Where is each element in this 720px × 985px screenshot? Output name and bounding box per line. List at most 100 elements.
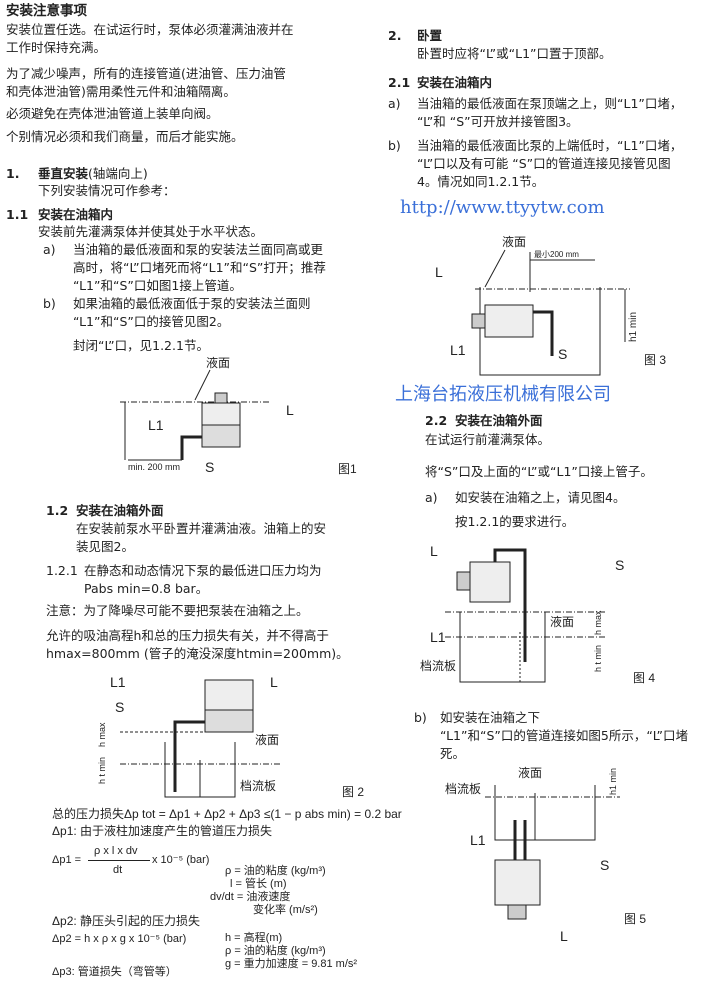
figure-4: L S L1 液面 h max h t min 档流板 图 4 bbox=[420, 543, 655, 685]
item-label: a) bbox=[388, 96, 401, 111]
formula-dp2-title: Δp2: 静压头引起的压力损失 bbox=[52, 914, 201, 928]
port-label-L: L bbox=[435, 264, 443, 280]
watermark-company: 上海台拓液压机械有限公司 bbox=[395, 384, 611, 405]
section-number: 1.2.1 bbox=[46, 563, 78, 578]
liquid-label: 液面 bbox=[206, 355, 230, 370]
section-number: 1.1 bbox=[6, 207, 29, 222]
pressure-value: Pabs min=0.8 bar。 bbox=[84, 581, 209, 596]
item-text: 封闭“L”口，见1.2.1节。 bbox=[73, 338, 209, 353]
formula-def: h = 高程(m) bbox=[225, 932, 283, 944]
formula-dp2: Δp2 = h x ρ x g x 10⁻⁵ (bar) bbox=[52, 933, 187, 945]
item-text: 按1.2.1的要求进行。 bbox=[455, 514, 575, 529]
formula-dp1-unit: x 10⁻⁵ (bar) bbox=[152, 854, 210, 866]
figure-caption: 图 4 bbox=[633, 671, 655, 685]
pump-shaft bbox=[456, 571, 471, 591]
section-number: 2. bbox=[388, 28, 402, 43]
liquid-label: 液面 bbox=[550, 614, 574, 629]
item-text: “L”口以及有可能 “S”口的管道连接见接管见图 bbox=[417, 156, 671, 171]
item-text: “L1”和“S”口的管道连接如图5所示，“L”口堵 bbox=[440, 728, 688, 743]
fraction-bar bbox=[88, 860, 150, 861]
section-heading: 垂直安装(轴端向上) bbox=[38, 165, 148, 182]
section-text: 在静态和动态情况下泵的最低进口压力均为 bbox=[84, 563, 322, 578]
section-number: 1. bbox=[6, 166, 20, 181]
item-text: “L1”和“S”口的接管见图2。 bbox=[73, 314, 230, 329]
port-label-S: S bbox=[115, 699, 124, 715]
section-text: 将“S”口及上面的“L”或“L1”口接上管子。 bbox=[425, 464, 653, 479]
pump-shaft bbox=[471, 313, 486, 329]
pump-shaft bbox=[214, 392, 228, 404]
section-title: 安装在油箱外面 bbox=[455, 413, 543, 428]
section-text: 装见图2。 bbox=[76, 539, 134, 554]
item-text: 如安装在油箱之上，请见图4。 bbox=[455, 490, 626, 505]
port-label-S: S bbox=[600, 857, 609, 873]
item-label: a) bbox=[43, 242, 56, 257]
htmin-label: h t min bbox=[97, 757, 107, 784]
formula-dp1-numerator: ρ x l x dv bbox=[94, 845, 138, 857]
baffle-label: 档流板 bbox=[445, 782, 481, 796]
figure-caption: 图 3 bbox=[644, 353, 666, 367]
body-text: 允许的吸油高程h和总的压力损失有关，并不得高于 bbox=[46, 628, 329, 643]
figure-caption: 图 2 bbox=[342, 785, 364, 799]
formula-def: ρ = 油的粘度 (kg/m³) bbox=[225, 945, 326, 957]
port-label-L1: L1 bbox=[110, 674, 126, 690]
port-label-S: S bbox=[205, 459, 214, 475]
pump-body bbox=[494, 859, 541, 906]
port-label-L: L bbox=[430, 543, 438, 559]
figure-2: L1 L S 液面 h max h t min 档流板 图 2 bbox=[97, 674, 364, 799]
hmax-label: h max bbox=[593, 610, 603, 635]
item-text: 如安装在油箱之下 bbox=[440, 710, 541, 725]
pump-body bbox=[204, 709, 254, 733]
section-text: 安装前先灌满泵体并使其处于水平状态。 bbox=[38, 224, 264, 239]
formula-dp3: Δp3: 管道损失（弯管等） bbox=[52, 966, 177, 978]
item-text: 当油箱的最低液面比泵的上端低时，“L1”口堵， bbox=[417, 138, 683, 153]
note-text: 注意：为了降噪尽可能不要把泵装在油箱之上。 bbox=[46, 603, 309, 618]
liquid-label: 液面 bbox=[502, 234, 526, 249]
body-text: hmax=800mm (管子的淹没深度htmin=200mm)。 bbox=[46, 646, 349, 661]
port-label-L: L bbox=[270, 674, 278, 690]
item-text: 当油箱的最低液面和泵的安装法兰面同高或更 bbox=[73, 242, 324, 257]
section-text: 在试运行前灌满泵体。 bbox=[425, 432, 551, 447]
suction-pipe bbox=[173, 720, 205, 792]
liquid-label: 液面 bbox=[518, 765, 542, 780]
intro-line: 个别情况必须和我们商量，而后才能实施。 bbox=[6, 129, 244, 144]
intro-line: 为了减少噪声，所有的连接管道(进油管、压力油管 bbox=[6, 66, 286, 81]
leader-line bbox=[194, 369, 211, 401]
port-label-L1: L1 bbox=[148, 417, 164, 433]
item-text: 当油箱的最低液面在泵顶端之上，则“L1”口堵， bbox=[417, 96, 683, 111]
pump-body bbox=[201, 402, 241, 426]
port-label-L1: L1 bbox=[450, 342, 466, 358]
formula-def: ρ = 油的粘度 (kg/m³) bbox=[225, 865, 326, 877]
formula-dp1-title: Δp1: 由于液柱加速度产生的管道压力损失 bbox=[52, 824, 273, 838]
h1min-label: h1 min bbox=[628, 312, 639, 342]
figure-3: 液面 最小200 mm L L1 S h1 min 图 3 bbox=[435, 234, 666, 376]
formula-def: 变化率 (m/s²) bbox=[253, 904, 318, 916]
item-label: b) bbox=[414, 710, 427, 725]
section-title: 安装在油箱外面 bbox=[76, 503, 164, 518]
section-number: 1.2 bbox=[46, 503, 69, 518]
intro-line: 和壳体泄油管)需用柔性元件和油箱隔离。 bbox=[6, 84, 236, 99]
formula-def: l = 管长 (m) bbox=[230, 878, 287, 890]
item-label: b) bbox=[388, 138, 401, 153]
port-label-L: L bbox=[286, 402, 294, 418]
pump-shaft bbox=[507, 904, 527, 920]
pump-body bbox=[484, 304, 534, 338]
section-title: 垂直安装 bbox=[38, 166, 89, 181]
dimension-label: 最小200 mm bbox=[534, 250, 579, 259]
item-label: a) bbox=[425, 490, 438, 505]
section-title: 安装在油箱内 bbox=[417, 75, 493, 90]
section-text: 卧置时应将“L”或“L1”口置于顶部。 bbox=[417, 46, 612, 61]
formula-total: 总的压力损失Δp tot = Δp1 + Δp2 + Δp3 ≤(1 − p a… bbox=[52, 807, 402, 821]
section-text: 在安装前泵水平卧置并灌满油液。油箱上的安 bbox=[76, 521, 327, 536]
suction-pipe bbox=[493, 548, 527, 662]
formula-dp1-lhs: Δp1 = bbox=[52, 854, 82, 866]
h1min-label: h1 min bbox=[608, 768, 618, 795]
formula-def: dv/dt = 油液速度 bbox=[210, 891, 291, 903]
item-text: 4。情况如同1.2.1节。 bbox=[417, 174, 545, 189]
section-title: 安装在油箱内 bbox=[38, 207, 114, 222]
figure-caption: 图1 bbox=[338, 462, 357, 476]
leader-line bbox=[484, 249, 506, 288]
hmax-label: h max bbox=[97, 722, 107, 747]
dimension-label: min. 200 mm bbox=[128, 462, 180, 472]
formula-def: g = 重力加速度 = 9.81 m/s² bbox=[225, 958, 358, 970]
item-text: 如果油箱的最低液面低于泵的安装法兰面则 bbox=[73, 296, 311, 311]
